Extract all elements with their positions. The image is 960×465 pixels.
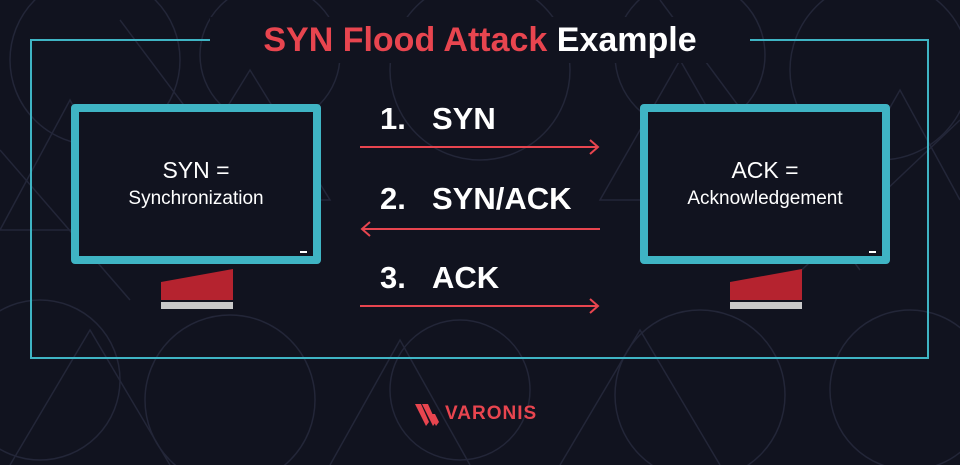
- step-3-label: 3. ACK: [380, 260, 499, 296]
- arrow-right-icon: [360, 298, 600, 314]
- title-accent: SYN Flood Attack: [263, 21, 548, 59]
- step-2-label: 2. SYN/ACK: [380, 181, 572, 217]
- server-definition: Acknowledgement: [687, 188, 843, 209]
- power-indicator: [300, 251, 307, 253]
- step-1-number: 1.: [380, 101, 406, 136]
- step-1-label: 1. SYN: [380, 101, 496, 137]
- server-monitor: ACK = Acknowledgement: [640, 104, 890, 314]
- step-1-text: SYN: [432, 101, 496, 136]
- monitor-stand-icon: [161, 269, 233, 309]
- client-screen: SYN = Synchronization: [71, 104, 321, 264]
- client-definition: Synchronization: [128, 188, 264, 209]
- arrow-left-icon: [360, 221, 600, 237]
- step-2-number: 2.: [380, 181, 406, 216]
- arrow-right-icon: [360, 139, 600, 155]
- step-3-number: 3.: [380, 260, 406, 295]
- varonis-logo-icon: [415, 404, 439, 426]
- client-term: SYN =: [162, 157, 230, 183]
- page-title: SYN Flood Attack Example: [210, 17, 750, 63]
- server-term: ACK =: [731, 157, 799, 183]
- client-monitor: SYN = Synchronization: [71, 104, 321, 314]
- title-plain: Example: [556, 21, 697, 59]
- monitor-stand-icon: [730, 269, 802, 309]
- server-screen: ACK = Acknowledgement: [640, 104, 890, 264]
- step-2-text: SYN/ACK: [432, 181, 572, 216]
- varonis-logo-text: VARONIS: [445, 403, 538, 424]
- power-indicator: [869, 251, 876, 253]
- step-3-text: ACK: [432, 260, 500, 295]
